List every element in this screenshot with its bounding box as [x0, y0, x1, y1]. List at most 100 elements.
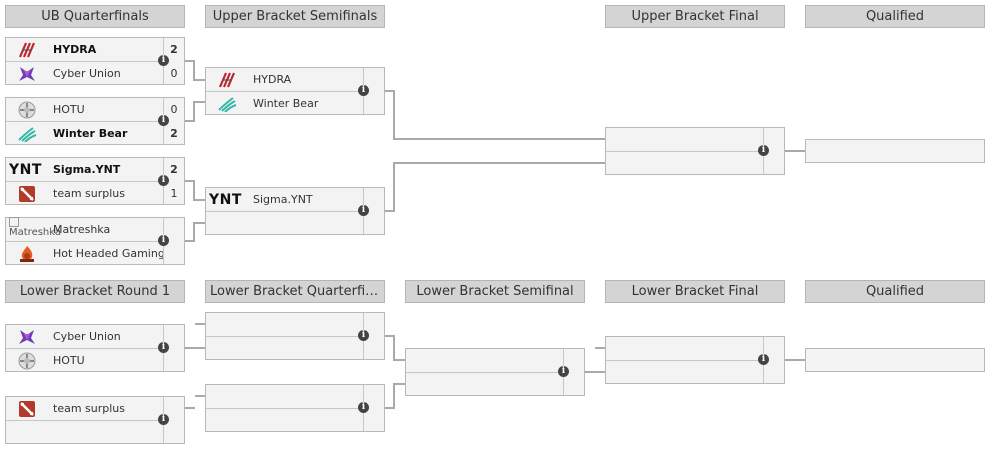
- team-row[interactable]: HOTU: [6, 98, 164, 122]
- team-name: HYDRA: [53, 43, 97, 56]
- team-row[interactable]: YNT Sigma.YNT: [6, 158, 164, 182]
- winter-bear-logo-icon: [16, 125, 38, 142]
- team-row[interactable]: Winter Bear: [6, 122, 164, 145]
- team-row[interactable]: [6, 421, 164, 444]
- score: 2: [170, 43, 178, 56]
- team-name: HYDRA: [253, 73, 292, 86]
- info-icon[interactable]: i: [158, 55, 169, 66]
- lbsf-match[interactable]: [405, 348, 585, 396]
- team-row[interactable]: [206, 212, 364, 235]
- team-name: Winter Bear: [53, 127, 128, 140]
- team-name: Cyber Union: [53, 330, 121, 343]
- info-icon[interactable]: i: [758, 354, 769, 365]
- team-row[interactable]: [606, 152, 764, 175]
- info-icon[interactable]: i: [358, 402, 369, 413]
- team-row[interactable]: HYDRA: [206, 68, 364, 92]
- connector: [393, 359, 405, 361]
- team-name: Cyber Union: [53, 67, 121, 80]
- ubqf-match-1[interactable]: HYDRA Cyber Union 2 0: [5, 37, 185, 85]
- connector: [393, 138, 605, 140]
- connector: [195, 323, 205, 325]
- header-qualified-lower: Qualified: [805, 280, 985, 303]
- team-row[interactable]: [206, 409, 364, 432]
- ub-final-match[interactable]: [605, 127, 785, 175]
- team-row[interactable]: Cyber Union: [6, 325, 164, 349]
- header-lb-semifinal: Lower Bracket Semifinal: [405, 280, 585, 303]
- connector: [193, 180, 195, 200]
- connector: [393, 162, 395, 212]
- cyber-union-logo-icon: [16, 65, 38, 82]
- header-lb-quarterfinals: Lower Bracket Quarterfin...: [205, 280, 385, 303]
- team-row[interactable]: team surplus: [6, 397, 164, 421]
- matreshka-logo-icon: Matreshka: [9, 216, 69, 246]
- info-icon[interactable]: i: [158, 235, 169, 246]
- team-name: team surplus: [53, 187, 125, 200]
- team-row[interactable]: Cyber Union: [6, 62, 164, 85]
- connector: [193, 79, 205, 81]
- info-icon[interactable]: i: [358, 205, 369, 216]
- info-icon[interactable]: i: [158, 175, 169, 186]
- score: 0: [170, 103, 178, 116]
- team-name: Hot Headed Gaming: [53, 247, 165, 260]
- team-row[interactable]: [206, 337, 364, 360]
- team-row[interactable]: team surplus: [6, 182, 164, 205]
- team-name: Sigma.YNT: [53, 163, 121, 176]
- team-row[interactable]: [206, 385, 364, 409]
- ubqf-match-3[interactable]: YNT Sigma.YNT team surplus 2 1: [5, 157, 185, 205]
- qualified-slot-upper[interactable]: [805, 139, 985, 163]
- info-icon[interactable]: i: [158, 414, 169, 425]
- hot-headed-gaming-logo-icon: [16, 245, 38, 262]
- team-row[interactable]: [406, 373, 564, 396]
- score: 1: [170, 187, 178, 200]
- lbr1-match-1[interactable]: Cyber Union HOTU: [5, 324, 185, 372]
- team-name: team surplus: [53, 402, 125, 415]
- ubqf-match-4[interactable]: Matreshka Matreshka Hot Headed Gaming: [5, 217, 185, 265]
- info-icon[interactable]: i: [358, 85, 369, 96]
- lbr1-match-2[interactable]: team surplus: [5, 396, 185, 444]
- team-surplus-logo-icon: [16, 400, 38, 417]
- connector: [595, 347, 605, 349]
- info-icon[interactable]: i: [358, 330, 369, 341]
- team-row[interactable]: [406, 349, 564, 373]
- lbqf-match-1[interactable]: [205, 312, 385, 360]
- connector: [193, 222, 205, 224]
- team-row[interactable]: [606, 337, 764, 361]
- score: 2: [170, 163, 178, 176]
- team-row[interactable]: [606, 361, 764, 384]
- connector: [193, 101, 205, 103]
- team-row[interactable]: HYDRA: [6, 38, 164, 62]
- info-icon[interactable]: i: [758, 145, 769, 156]
- team-name: Winter Bear: [253, 97, 319, 110]
- info-icon[interactable]: i: [158, 342, 169, 353]
- connector: [393, 383, 405, 385]
- ubsf-match-2[interactable]: YNT Sigma.YNT: [205, 187, 385, 235]
- broken-image-icon: [9, 217, 19, 227]
- sigma-ynt-logo-icon: YNT: [9, 161, 42, 178]
- team-row[interactable]: Winter Bear: [206, 92, 364, 115]
- header-lb-final: Lower Bracket Final: [605, 280, 785, 303]
- team-name: Matreshka: [53, 223, 111, 236]
- connector: [393, 383, 395, 409]
- team-row[interactable]: Matreshka Matreshka: [6, 217, 164, 242]
- hydra-logo-icon: [16, 41, 38, 58]
- info-icon[interactable]: i: [158, 115, 169, 126]
- team-row[interactable]: [206, 313, 364, 337]
- hotu-logo-icon: [16, 352, 38, 369]
- team-row[interactable]: YNT Sigma.YNT: [206, 188, 364, 212]
- qualified-slot-lower[interactable]: [805, 348, 985, 372]
- connector: [393, 162, 605, 164]
- connector: [195, 395, 205, 397]
- score: 0: [170, 67, 178, 80]
- team-row[interactable]: HOTU: [6, 349, 164, 372]
- team-row[interactable]: [606, 128, 764, 152]
- ubsf-match-1[interactable]: HYDRA Winter Bear: [205, 67, 385, 115]
- connector: [169, 347, 205, 349]
- lbqf-match-2[interactable]: [205, 384, 385, 432]
- info-icon[interactable]: i: [558, 366, 569, 377]
- header-lb-round1: Lower Bracket Round 1: [5, 280, 185, 303]
- team-name: HOTU: [53, 103, 85, 116]
- team-row[interactable]: Hot Headed Gaming: [6, 242, 165, 265]
- connector: [769, 359, 805, 361]
- winter-bear-logo-icon: [216, 95, 238, 112]
- connector: [393, 90, 395, 139]
